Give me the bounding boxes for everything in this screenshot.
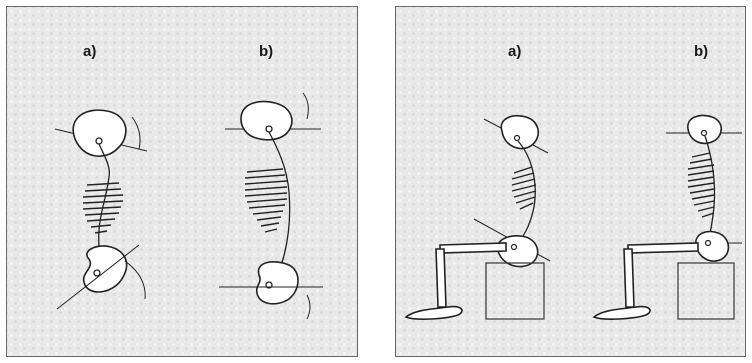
thigh-sit-b (628, 243, 698, 253)
skull-sit-b (688, 116, 721, 144)
skull-a (73, 110, 126, 156)
shin-sit-a (436, 249, 446, 307)
left-panel-drawing (7, 7, 359, 358)
foot-sit-a (406, 307, 462, 320)
right-panel-drawing (396, 7, 747, 358)
shin-sit-b (624, 249, 634, 307)
pelvis-b (257, 262, 298, 304)
pelvis-sit-b (696, 232, 729, 262)
foot-sit-b (594, 307, 650, 320)
spine-b (269, 132, 290, 277)
left-panel: a) b) (6, 6, 358, 357)
skull-angle-arc (132, 117, 140, 149)
right-panel: a) b) (395, 6, 746, 357)
ribcage-sit-a (512, 167, 536, 209)
skull-b (241, 102, 292, 140)
skull-rotate-arc (303, 93, 308, 119)
sitting-figure-b (594, 116, 742, 320)
stool-b (678, 263, 734, 319)
figure-b-skeleton (219, 93, 323, 319)
pelvis-a (84, 246, 127, 292)
spine-sit-a (516, 141, 535, 245)
pelvis-rotate-arc (307, 295, 310, 319)
ribcage-sit-b (688, 153, 714, 217)
ribcage-a (83, 183, 123, 233)
stool-a (486, 263, 544, 319)
figure-a-skeleton (55, 110, 147, 309)
ribcage-b (245, 169, 287, 232)
thigh-sit-a (440, 243, 506, 253)
pelvis-angle-arc (125, 261, 145, 299)
sitting-figure-a (406, 116, 550, 319)
